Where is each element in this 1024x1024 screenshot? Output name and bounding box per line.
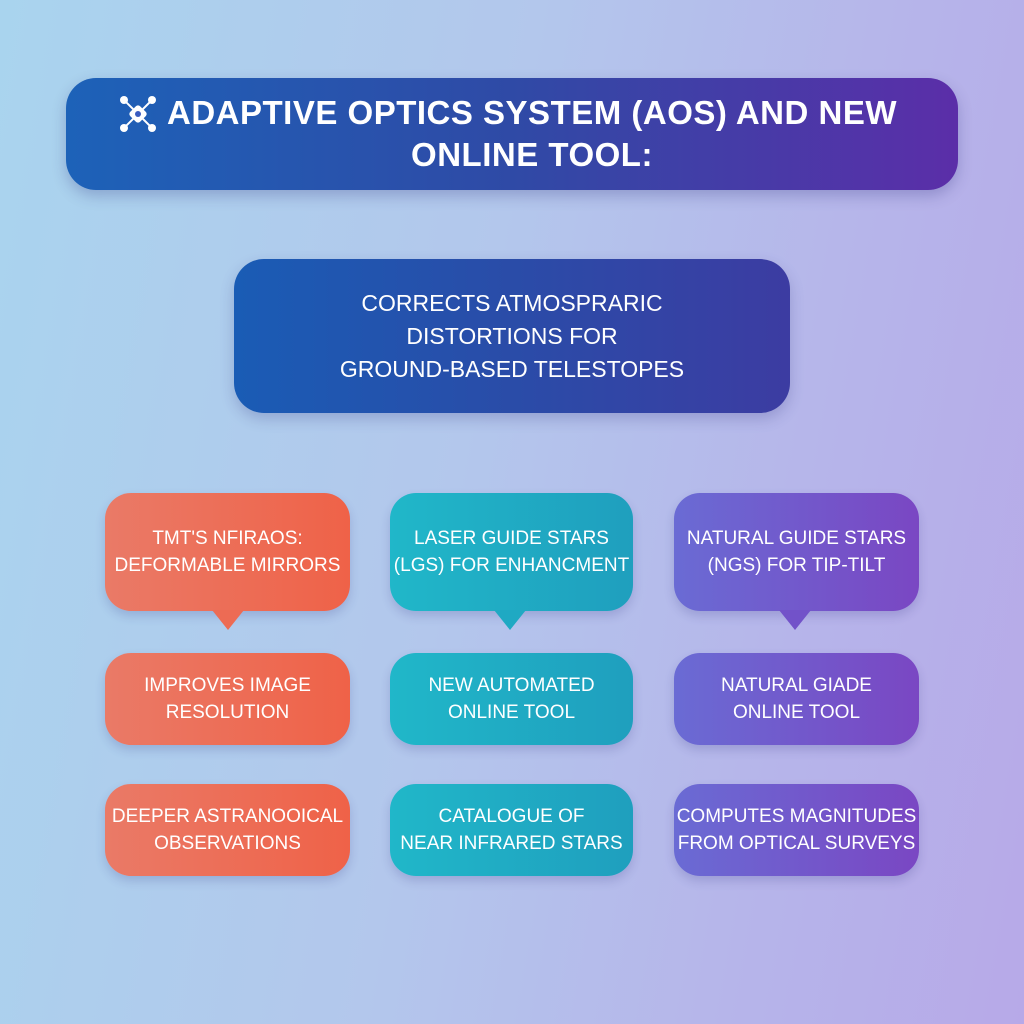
main-description-text: CORRECTS ATMOSPRARIC DISTORTIONS FOR GRO…: [339, 289, 685, 382]
column-2-box-2: NEW AUTOMATED ONLINE TOOL: [390, 653, 633, 745]
column-3-item-1-text: NATURAL GUIDE STARS (NGS) FOR TIP-TILT: [686, 528, 907, 576]
column-3-item-3-text: COMPUTES MAGNITUDES FROM OPTICAL SURVEYS: [676, 806, 917, 854]
column-2-item-3-text: CATALOGUE OF NEAR INFRARED STARS: [400, 806, 623, 854]
column-1-box-1: TMT'S NFIRAOS: DEFORMABLE MIRRORS: [105, 493, 350, 611]
column-2-bubble-tail: [494, 610, 526, 630]
column-1-bubble-tail: [212, 610, 244, 630]
column-1-item-2-text: IMPROVES IMAGE RESOLUTION: [144, 675, 311, 723]
column-3-box-1: NATURAL GUIDE STARS (NGS) FOR TIP-TILT: [674, 493, 919, 611]
satellite-icon: [120, 96, 156, 132]
column-3-box-2: NATURAL GIADE ONLINE TOOL: [674, 653, 919, 745]
column-1-box-3: DEEPER ASTRANOOICAL OBSERVATIONS: [105, 784, 350, 876]
column-2-box-1: LASER GUIDE STARS (LGS) FOR ENHANCMENT: [390, 493, 633, 611]
column-1-item-1-text: TMT'S NFIRAOS: DEFORMABLE MIRRORS: [114, 528, 341, 576]
column-2-box-3: CATALOGUE OF NEAR INFRARED STARS: [390, 784, 633, 876]
column-1-item-3-text: DEEPER ASTRANOOICAL OBSERVATIONS: [111, 806, 344, 854]
column-2-item-2-text: NEW AUTOMATED ONLINE TOOL: [428, 675, 595, 723]
title-banner: ADAPTIVE OPTICS SYSTEM (AOS) AND NEW ONL…: [66, 78, 958, 190]
column-1-box-2: IMPROVES IMAGE RESOLUTION: [105, 653, 350, 745]
main-description-box: CORRECTS ATMOSPRARIC DISTORTIONS FOR GRO…: [234, 259, 790, 413]
column-3-bubble-tail: [779, 610, 811, 630]
column-2-item-1-text: LASER GUIDE STARS (LGS) FOR ENHANCMENT: [393, 528, 630, 576]
column-3-item-2-text: NATURAL GIADE ONLINE TOOL: [721, 675, 872, 723]
diagram-title: ADAPTIVE OPTICS SYSTEM (AOS) AND NEW ONL…: [167, 94, 897, 173]
column-3-box-3: COMPUTES MAGNITUDES FROM OPTICAL SURVEYS: [674, 784, 919, 876]
